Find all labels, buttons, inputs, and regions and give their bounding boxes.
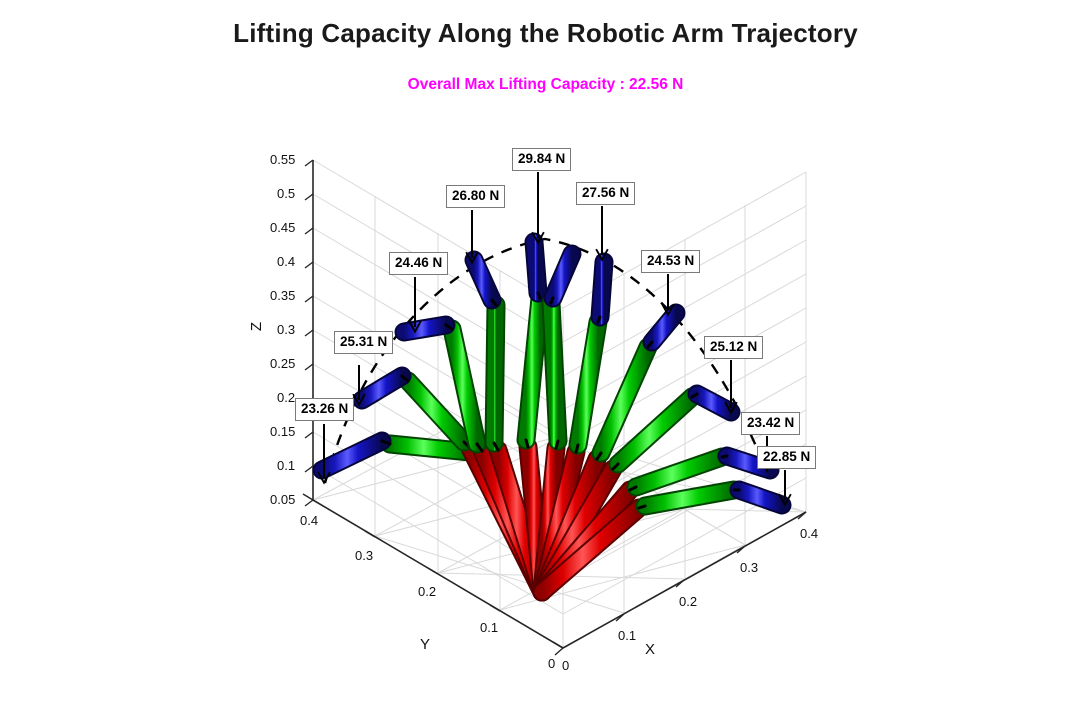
x-tick-label: 0.1	[618, 628, 637, 643]
z-tick-label: 0.1	[277, 458, 296, 473]
z-tick-label: 0.5	[277, 186, 296, 201]
z-axis-ticks	[304, 159, 314, 507]
z-axis-title: Z	[248, 321, 266, 332]
force-annotation-6: 27.56 N	[576, 182, 636, 205]
robot-arm-poses	[312, 232, 792, 602]
figure-subtitle: Overall Max Lifting Capacity : 22.56 N	[407, 76, 684, 93]
y-tick-label: 0.3	[355, 548, 374, 563]
x-tick-label: 0	[562, 658, 570, 673]
x-tick-label: 0.4	[800, 526, 819, 541]
x-tick-label: 0.2	[679, 594, 698, 609]
z-tick-label: 0.35	[270, 288, 296, 303]
z-tick-label: 0.45	[270, 220, 296, 235]
page-title: Lifting Capacity Along the Robotic Arm T…	[233, 18, 858, 48]
force-annotation-10: 22.85 N	[757, 446, 817, 469]
x-axis-ticks	[554, 511, 807, 656]
z-tick-label: 0.15	[270, 424, 296, 439]
force-annotation-3: 24.46 N	[389, 252, 449, 275]
y-tick-label: 0	[548, 656, 556, 671]
y-tick-label: 0.1	[480, 620, 499, 635]
y-tick-label: 0.2	[418, 584, 437, 599]
y-tick-label: 0.4	[300, 513, 319, 528]
force-annotation-4: 26.80 N	[446, 185, 506, 208]
force-annotation-1: 23.26 N	[295, 398, 355, 421]
z-tick-label: 0.25	[270, 356, 296, 371]
trajectory-dashed-arc	[323, 237, 768, 484]
z-tick-label: 0.55	[270, 152, 296, 167]
force-annotation-2: 25.31 N	[334, 331, 394, 354]
force-annotation-7: 24.53 N	[641, 250, 701, 273]
z-tick-label: 0.4	[277, 254, 296, 269]
y-axis-ticks	[302, 493, 564, 649]
z-tick-label: 0.05	[270, 492, 296, 507]
x-axis-title: X	[645, 641, 656, 658]
force-annotation-5: 29.84 N	[512, 148, 572, 171]
z-tick-label: 0.3	[277, 322, 296, 337]
force-annotation-9: 23.42 N	[741, 412, 801, 435]
x-axis-line	[562, 511, 807, 649]
force-annotation-8: 25.12 N	[704, 336, 764, 359]
arm-pose-11	[532, 480, 792, 602]
x-tick-label: 0.3	[740, 560, 759, 575]
z-tick-label: 0.2	[277, 390, 296, 405]
y-axis-title: Y	[420, 636, 431, 653]
